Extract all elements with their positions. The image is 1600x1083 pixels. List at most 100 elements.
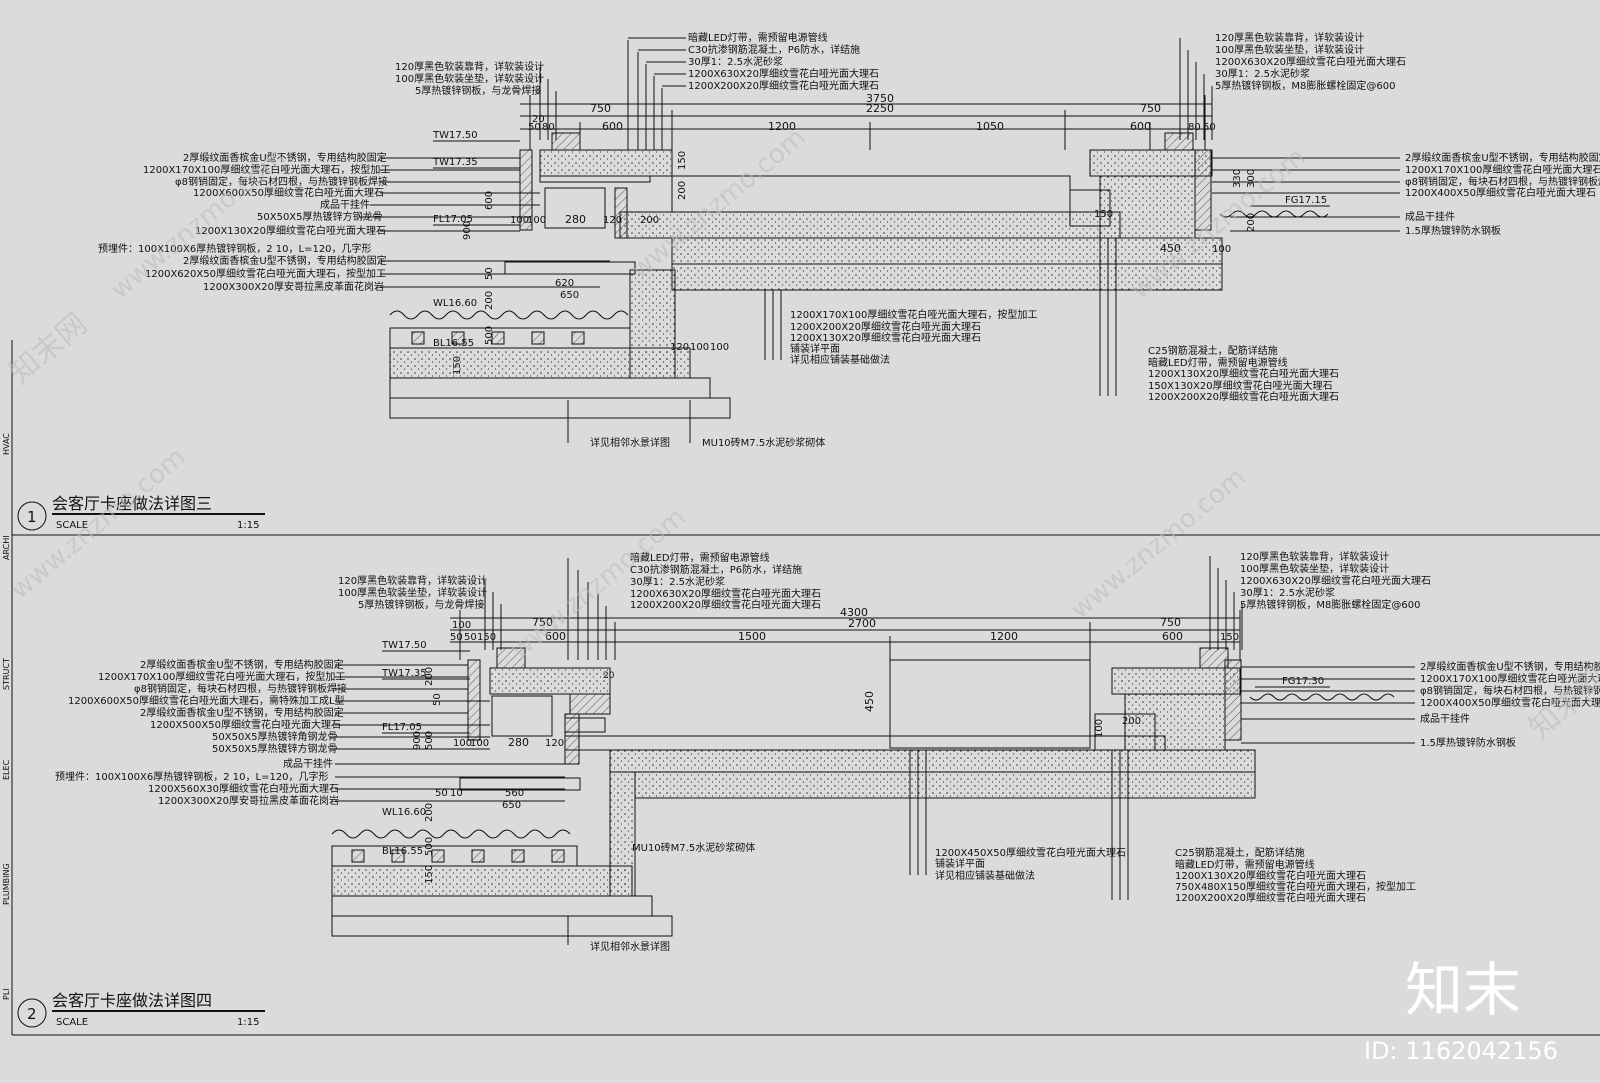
detail-1-note-bl-0: 详见相邻水景详图 [590,436,670,449]
detail-1-note-r-2: φ8钢销固定，每块石材四根，与热镀锌钢板焊接 [1405,175,1600,188]
detail-2-section [331,647,1256,937]
detail-2-dim-50b: 50 [464,632,477,643]
detail-2-note-tc-1: C30抗渗钢筋混凝土，P6防水，详结施 [630,563,802,576]
detail-2-dim-v900: 900 [412,731,423,750]
detail-2-dim-10-low: 10 [450,788,463,799]
detail-2-note-l-5: 1200X500X50厚细纹雪花白哑光面大理石 [150,718,341,731]
detail-2-dim-overall: 4300 [840,606,868,619]
detail-1-notes-top-center: 暗藏LED灯带，需预留电源管线 C30抗渗钢筋混凝土，P6防水，详结施 30厚1… [627,31,879,150]
detail-1-note-tc-3: 1200X630X20厚细纹雪花白哑光面大理石 [688,67,879,80]
detail-2-dim-1500: 1500 [738,630,766,643]
detail-1-dim-450: 450 [1160,242,1181,255]
detail-2-note-tr-1: 100厚黑色软装坐垫，详软装设计 [1240,562,1389,575]
detail-1-dim-v300: 300 [1246,169,1257,188]
detail-2-dim-2700: 2700 [848,617,876,630]
detail-1-dim-v900: 900 [462,221,473,240]
detail-2-title-block: 2 会客厅卡座做法详图四 SCALE 1:15 [17,991,265,1028]
detail-2-notes-top-center: 暗藏LED灯带，需预留电源管线 C30抗渗钢筋混凝土，P6防水，详结施 30厚1… [567,551,821,660]
detail-1-note-bl-1: MU10砖M7.5水泥砂浆砌体 [702,436,825,449]
detail-2-note-tc-0: 暗藏LED灯带，需预留电源管线 [630,551,770,564]
detail-1-note-tc-0: 暗藏LED灯带，需预留电源管线 [688,31,828,44]
detail-2-note-l-4: 2厚缎纹面香槟金U型不锈钢，专用结构胶固定 [140,706,344,719]
detail-2-dim-20: 20 [603,671,615,681]
detail-2-number-circle [17,998,47,1028]
detail-2-inner-dims: 200 50 900 500 100 100 280 120 450 100 2… [412,667,1141,884]
sidebar-label-struct: STRUCT [2,658,11,690]
detail-1-note-r-1: 1200X170X100厚细纹雪花白哑光面大理石 [1405,163,1600,176]
detail-2-dim-200-right: 200 [1122,716,1141,727]
detail-1-note-br-0: C25钢筋混凝土，配筋详结施 [1148,344,1278,357]
detail-1-dim-200: 200 [640,215,659,226]
detail-1-dim-v150: 150 [677,151,688,170]
detail-2-note-tr-3: 30厚1：2.5水泥砂浆 [1240,586,1335,599]
detail-2-note-r-2: φ8钢销固定，每块石材四根，与热镀锌钢板焊接 [1420,684,1600,697]
detail-2-note-l-9: 预埋件：100X100X6厚热镀锌钢板，2 10，L=120，几字形 [55,770,329,783]
sidebar-label-hvac: HVAC [2,433,11,455]
detail-1-dim-750-left: 750 [590,102,611,115]
detail-1-dim-v330: 330 [1232,169,1243,188]
detail-1-note-tr-4: 5厚热镀锌钢板，M8膨胀螺栓固定@600 [1215,79,1395,92]
detail-2: 750 4300 2700 750 100 50 50 150 600 1500… [17,550,1600,1028]
detail-1-note-l-1: 1200X170X100厚细纹雪花白哑光面大理石，按型加工 [143,163,390,176]
detail-1-dim-50-right: 50 [1203,122,1216,133]
detail-2-note-br-1: 暗藏LED灯带，需预留电源管线 [1175,858,1315,871]
detail-2-title: 会客厅卡座做法详图四 [52,991,212,1010]
detail-1-dim-v200-left: 200 [484,291,495,310]
sidebar-label-elec: ELEC [2,759,11,780]
detail-1-dim-v200: 200 [677,181,688,200]
detail-1-dim-v500: 500 [484,326,495,345]
detail-1-dim-600-right: 600 [1130,120,1151,133]
detail-1-note-r-4: 成品干挂件 [1405,210,1455,223]
detail-1-note-l-4: 成品干挂件 [320,198,370,211]
detail-1-dim-150-right: 150 [1094,209,1113,220]
detail-2-dim-1200: 1200 [990,630,1018,643]
detail-1-level-fg1715: FG17.15 [1285,195,1327,206]
detail-1-notes-bottom-left: 详见相邻水景详图 MU10砖M7.5水泥砂浆砌体 [567,400,825,449]
detail-1-dim-600-left: 600 [602,120,623,133]
detail-1-note-r-0: 2厚缎纹面香槟金U型不锈钢，专用结构胶固定 [1405,151,1600,164]
detail-2-note-l-3: 1200X600X50厚细纹雪花白哑光面大理石，需特殊加工成L型 [68,694,345,707]
detail-2-note-l-1: 1200X170X100厚细纹雪花白哑光面大理石，按型加工 [98,670,345,683]
detail-1-note-r-5: 1.5厚热镀锌防水钢板 [1405,224,1501,237]
detail-2-dimensions: 750 4300 2700 750 100 50 50 150 600 1500… [450,606,1241,660]
detail-2-number: 2 [27,1005,37,1023]
detail-2-dim-150: 150 [477,632,496,643]
detail-1-dim-v200-right: 200 [1246,213,1257,232]
detail-2-note-bl-0: MU10砖M7.5水泥砂浆砌体 [632,841,755,854]
detail-1-note-tl-1: 100厚黑色软装坐垫，详软装设计 [395,72,544,85]
detail-2-note-tc-2: 30厚1：2.5水泥砂浆 [630,575,725,588]
sidebar-labels: HVAC ARCHI STRUCT ELEC PLUMBING PLI [2,433,11,1000]
detail-1-dim-v600: 600 [484,191,495,210]
detail-1-note-br-4: 1200X200X20厚细纹雪花白哑光面大理石 [1148,390,1339,403]
detail-2-level-wl1660: WL16.60 [382,807,426,818]
detail-1-dim-100b: 100 [527,215,546,226]
detail-2-note-bc-1: 铺装详平面 [935,857,985,870]
detail-2-notes-right: 2厚缎纹面香槟金U型不锈钢，专用结构胶固定 1200X170X100厚细纹雪花白… [1241,660,1600,749]
detail-2-dim-v500: 500 [424,731,435,750]
detail-2-dim-50a: 50 [450,632,463,643]
detail-2-dim-600-right: 600 [1162,630,1183,643]
detail-2-notes-bottom-center: 1200X450X50厚细纹雪花白哑光面大理石 铺装详平面 详见相应铺装基础做法 [909,750,1126,882]
detail-1-note-bc-4: 详见相应铺装基础做法 [790,353,890,366]
detail-2-note-br-4: 1200X200X20厚细纹雪花白哑光面大理石 [1175,891,1366,904]
watermark-6: www.znzmo.com [1065,462,1251,625]
brand-block: 知末 ID: 1162042156 [1364,956,1558,1065]
detail-1-dim-280: 280 [565,213,586,226]
detail-1: 750 3750 2250 750 20 50 80 600 1200 1050… [17,31,1600,531]
detail-2-level-tw1750: TW17.50 [381,640,427,651]
detail-2-level-fl1705: FL17.05 [382,722,422,733]
detail-1-note-bc-3: 铺装详平面 [790,342,840,355]
detail-1-title: 会客厅卡座做法详图三 [52,494,212,513]
detail-1-number: 1 [27,508,37,526]
detail-2-note-l-8: 成品干挂件 [283,757,333,770]
detail-2-note-br-0: C25钢筋混凝土，配筋详结施 [1175,846,1305,859]
detail-2-note-l-11: 1200X300X20厚安哥拉黑皮革面花岗岩 [158,794,339,807]
detail-1-note-br-1: 暗藏LED灯带，需预留电源管线 [1148,356,1288,369]
detail-1-section [389,132,1223,419]
detail-1-dim-overall: 3750 [866,92,894,105]
detail-2-note-bc-2: 详见相应铺装基础做法 [935,869,1035,882]
detail-1-dim-120-base: 120 [670,342,689,353]
detail-2-note-br-3: 750X480X150厚细纹雪花白哑光面大理石，按型加工 [1175,880,1416,893]
detail-2-note-bl-1: 详见相邻水景详图 [590,940,670,953]
watermark-side-1: 知末网 [3,306,94,391]
